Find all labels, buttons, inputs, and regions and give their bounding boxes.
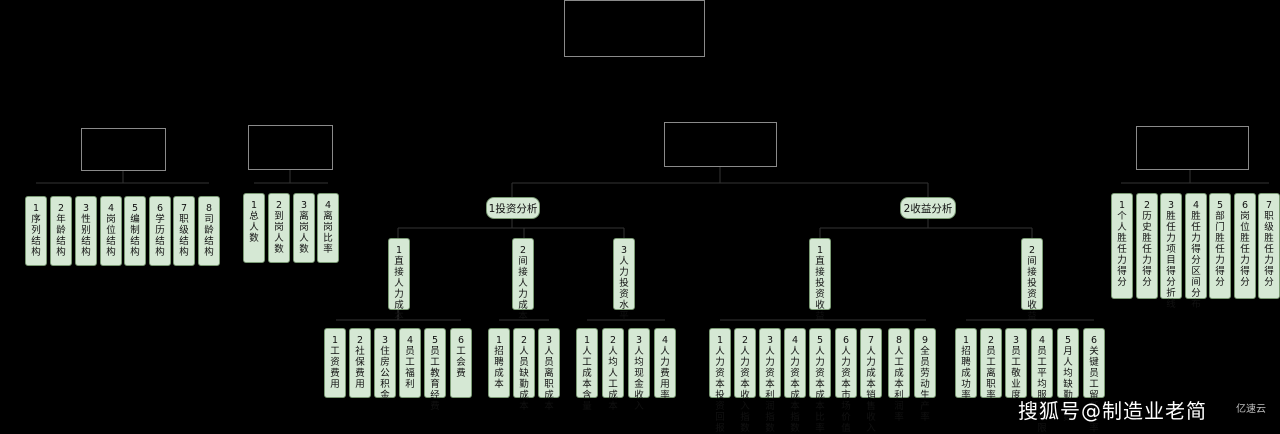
leaf-hcroi: 1人力资本投资回报率 bbox=[709, 328, 731, 434]
leaf-hc-revenue-index: 2人力资本收入指数 bbox=[734, 328, 756, 434]
leaf-gender-structure: 3性别结构 bbox=[75, 196, 97, 266]
sub-direct-labor-cost: 1直接人力成本 bbox=[388, 238, 410, 322]
leaf-competency-distribution: 4胜任力得分区间分布 bbox=[1185, 193, 1207, 310]
leaf-social-security: 2社保费用 bbox=[349, 328, 371, 398]
leaf-hr-cost-sales-coef: 7人力成本销售收入系数 bbox=[860, 328, 882, 434]
leaf-individual-competency: 1个人胜任力得分 bbox=[1111, 193, 1133, 299]
branch-investment-analysis: 1投资分析 bbox=[486, 197, 540, 219]
group-header-headcount bbox=[248, 125, 333, 170]
leaf-per-capita-cash-income: 3人均现金收入 bbox=[628, 328, 650, 412]
leaf-hc-profit-index: 3人力资本利润指数 bbox=[759, 328, 781, 434]
leaf-avg-service-years: 4员工平均服务年限 bbox=[1031, 328, 1053, 434]
branch-benefit-analysis: 2收益分析 bbox=[900, 197, 956, 219]
leaf-housing-fund: 3住房公积金 bbox=[374, 328, 396, 401]
leaf-hr-expense-ratio: 4人力费用率 bbox=[654, 328, 676, 401]
leaf-engagement: 3员工敬业度 bbox=[1005, 328, 1027, 401]
leaf-total-headcount: 1总人数 bbox=[243, 193, 265, 263]
leaf-departed-headcount: 3离岗人数 bbox=[293, 193, 315, 263]
leaf-onboard-headcount: 2到岗人数 bbox=[268, 193, 290, 263]
leaf-competency-item-trend: 3胜任力项目得分折线 bbox=[1160, 193, 1182, 310]
watermark-corner: 亿速云 bbox=[1236, 404, 1266, 415]
leaf-labor-productivity: 9全员劳动生产率 bbox=[914, 328, 936, 423]
leaf-recruit-success-rate: 1招聘成功率 bbox=[955, 328, 977, 401]
leaf-tenure-structure: 8司龄结构 bbox=[198, 196, 220, 266]
top-title-box bbox=[564, 0, 705, 57]
leaf-historical-competency: 2历史胜任力得分 bbox=[1136, 193, 1158, 299]
group-header-investment bbox=[664, 122, 777, 167]
leaf-education-structure: 6学历结构 bbox=[149, 196, 171, 266]
leaf-hc-market-value: 6人力资本市场价值 bbox=[835, 328, 857, 434]
leaf-employee-welfare: 4员工福利 bbox=[399, 328, 421, 398]
leaf-age-structure: 2年龄结构 bbox=[50, 196, 72, 266]
leaf-rank-competency: 7职级胜任力得分 bbox=[1258, 193, 1280, 299]
watermark-main: 搜狐号@制造业老简 bbox=[1018, 399, 1207, 423]
leaf-labor-cost-content: 1人工成本含量 bbox=[576, 328, 598, 412]
leaf-position-competency: 6岗位胜任力得分 bbox=[1234, 193, 1256, 299]
leaf-sequence-structure: 1序列结构 bbox=[25, 196, 47, 266]
leaf-turnover-cost: 3人员离职成本 bbox=[538, 328, 560, 412]
sub-indirect-return: 2间接投资收益 bbox=[1021, 238, 1043, 322]
group-header-structure bbox=[81, 128, 166, 171]
leaf-department-competency: 5部门胜任力得分 bbox=[1209, 193, 1231, 299]
group-header-competency bbox=[1136, 126, 1249, 170]
leaf-education-fund: 5员工教育经费 bbox=[424, 328, 446, 412]
leaf-wage-expense: 1工资费用 bbox=[324, 328, 346, 398]
leaf-monthly-absence-days: 5月人均缺勤天数 bbox=[1057, 328, 1079, 423]
leaf-absence-cost: 2人员缺勤成本 bbox=[513, 328, 535, 412]
leaf-labor-cost-profit-rate: 8人工成本利润率 bbox=[888, 328, 910, 423]
leaf-staffing-structure: 5编制结构 bbox=[124, 196, 146, 266]
leaf-hc-cost-index: 4人力资本成本指数 bbox=[784, 328, 806, 434]
leaf-union-fee: 6工会费 bbox=[450, 328, 472, 398]
leaf-key-retention-rate: 6关键员工留任比率 bbox=[1083, 328, 1105, 434]
leaf-rank-structure: 7职级结构 bbox=[173, 196, 195, 266]
leaf-per-capita-labor-cost: 2人均人工成本 bbox=[602, 328, 624, 412]
sub-investment-level: 3人力投资水平 bbox=[613, 238, 635, 322]
sub-direct-return: 1直接投资收益 bbox=[809, 238, 831, 322]
leaf-turnover-rate: 2员工离职率 bbox=[980, 328, 1002, 401]
leaf-departure-ratio: 4离岗比率 bbox=[317, 193, 339, 263]
sub-indirect-labor-cost: 2间接人力成本 bbox=[512, 238, 534, 322]
leaf-hc-cost-ratio: 5人力资本成本比率 bbox=[809, 328, 831, 434]
leaf-recruit-cost: 1招聘成本 bbox=[488, 328, 510, 398]
leaf-position-structure: 4岗位结构 bbox=[100, 196, 122, 266]
